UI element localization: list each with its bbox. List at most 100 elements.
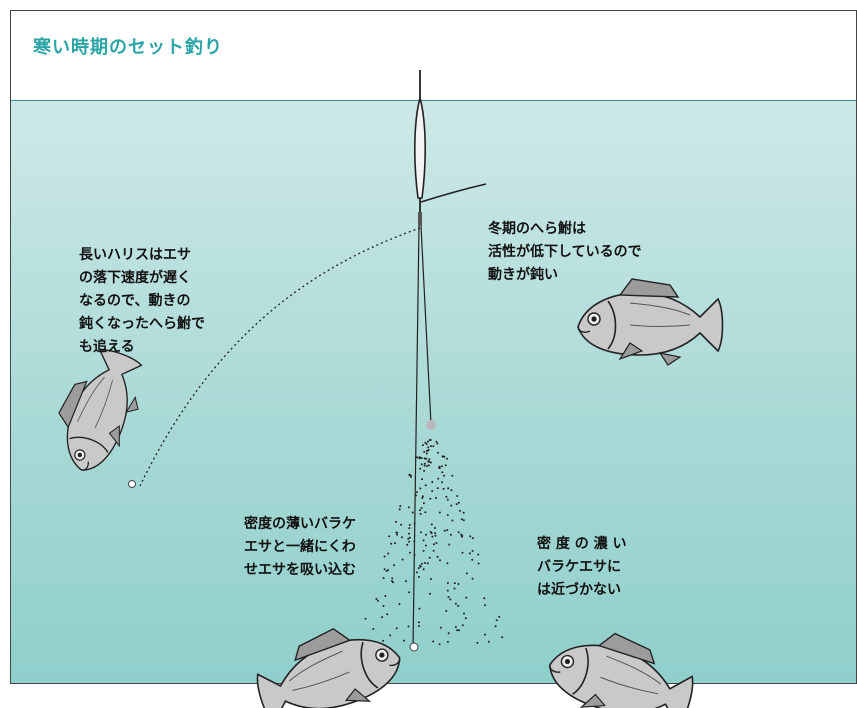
- bait-particle: [408, 532, 410, 535]
- bait-particle: [461, 551, 464, 554]
- bait-particle: [408, 474, 411, 477]
- bait-particle: [422, 502, 425, 505]
- bait-particle: [421, 495, 424, 498]
- bait-particle: [432, 549, 435, 552]
- bait-particle: [409, 551, 411, 554]
- bait-particle: [415, 494, 417, 497]
- bait-particle: [425, 452, 428, 455]
- bait-particle: [413, 540, 416, 543]
- bait-particle: [401, 558, 404, 561]
- bait-particle: [436, 442, 439, 445]
- bait-particle: [384, 595, 387, 597]
- bait-particle: [463, 612, 465, 615]
- bait-particle: [387, 552, 390, 555]
- bait-particle: [421, 478, 423, 481]
- bait-particle: [431, 535, 434, 538]
- bait-particle: [390, 542, 393, 545]
- bait-particle: [425, 533, 427, 536]
- bait-particle: [407, 625, 410, 628]
- bait-particle: [428, 460, 431, 463]
- bait-particle: [435, 440, 438, 443]
- bait-particle: [453, 582, 456, 585]
- bait-particle: [447, 487, 450, 490]
- bait-particle: [375, 598, 378, 600]
- bait-particle: [453, 587, 456, 590]
- bait-particle: [457, 583, 460, 585]
- bait-particle: [364, 617, 367, 620]
- bait-particle: [418, 456, 421, 459]
- bait-particle: [400, 536, 403, 539]
- bait-particle: [424, 511, 427, 514]
- short-harris-line-1: [420, 225, 432, 425]
- annotation-dense-bait: 密 度 の 濃 い バラケエサに は近づかない: [537, 536, 627, 598]
- bait-particle: [381, 616, 384, 619]
- bait-particle: [459, 509, 461, 512]
- bait-particle: [429, 497, 432, 500]
- fish-upper-right: [577, 278, 724, 366]
- bait-particle: [425, 465, 428, 467]
- bait-particle: [471, 558, 474, 561]
- bait-particle: [451, 474, 454, 477]
- long-harris-line: [139, 227, 421, 487]
- bait-particles: [364, 439, 504, 646]
- bait-particle: [434, 534, 437, 537]
- bait-particle: [419, 512, 422, 515]
- bait-particle: [450, 504, 453, 507]
- bait-particle: [429, 592, 431, 595]
- bait-particle: [423, 469, 426, 472]
- bait-particle: [449, 533, 452, 536]
- bait-particle: [435, 497, 437, 499]
- bait-particle: [426, 562, 429, 565]
- bait-particle: [421, 497, 424, 499]
- bait-particle: [441, 465, 443, 468]
- bait-particle: [423, 450, 426, 453]
- bait-particle: [434, 532, 437, 535]
- bait-particle: [454, 602, 457, 605]
- annotation-long-harris: 長いハリスはエサ の落下速度が遅く なるので、動きの 鈍くなったへら鮒で も追え…: [79, 247, 205, 355]
- bait-particle: [455, 503, 458, 506]
- float: [414, 94, 426, 199]
- bait-particle: [423, 457, 426, 460]
- bait-particle: [383, 555, 386, 558]
- bait-ball: [426, 420, 436, 430]
- bait-particle: [407, 506, 410, 509]
- bait-particle: [462, 519, 465, 522]
- bait-particle: [423, 464, 426, 467]
- fish-bottom-center: [246, 611, 413, 708]
- bait-particle: [382, 605, 385, 607]
- bait-particle: [437, 477, 440, 480]
- fish-bottom-right: [538, 617, 703, 708]
- bait-particle: [431, 481, 434, 483]
- bait-particle: [388, 535, 391, 538]
- bait-particle: [471, 577, 474, 580]
- bait-particle: [441, 481, 443, 484]
- bait-particle: [407, 537, 410, 540]
- bait-particle: [427, 464, 430, 467]
- bait-particle: [414, 456, 417, 459]
- bait-particle: [471, 537, 474, 540]
- bait-particle: [417, 576, 420, 578]
- bait-particle: [435, 542, 438, 544]
- bait-particle: [392, 581, 394, 584]
- bait-particle: [483, 597, 486, 600]
- bait-particle: [464, 617, 467, 620]
- bait-particle: [400, 523, 403, 526]
- bait-particle: [426, 449, 428, 452]
- bait-particle: [484, 604, 486, 607]
- bait-particle: [446, 529, 449, 532]
- bait-particle: [451, 519, 454, 522]
- bait-particle: [424, 484, 427, 487]
- rod-line: [420, 183, 487, 203]
- bait-particle: [409, 476, 412, 478]
- bait-particle: [447, 596, 450, 598]
- bait-particle: [476, 641, 479, 644]
- bait-particle: [434, 527, 436, 529]
- bait-particle: [449, 598, 452, 601]
- bait-particle: [446, 562, 449, 565]
- bait-particle: [441, 471, 444, 474]
- bait-particle: [428, 458, 431, 461]
- bait-particle: [424, 562, 426, 564]
- bait-particle: [439, 559, 441, 562]
- bait-particle: [418, 607, 421, 610]
